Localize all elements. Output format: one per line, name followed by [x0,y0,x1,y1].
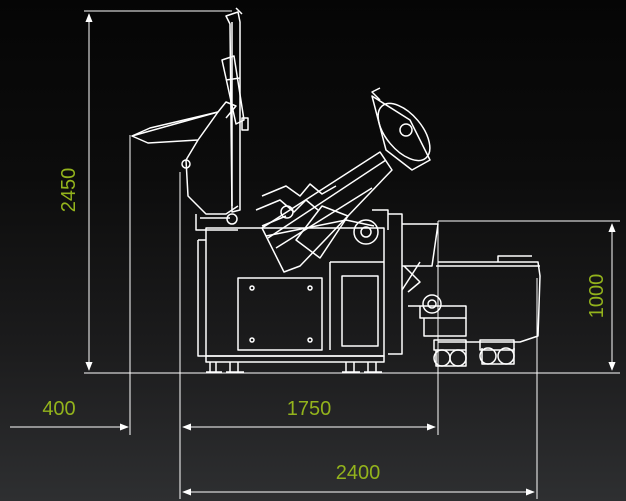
dimension-label-1000: 1000 [586,274,608,319]
dimension-lines [10,10,620,499]
dimension-label-2450: 2450 [58,168,80,213]
castor-wheel-1 [433,339,467,367]
lifting-column [221,7,249,213]
mixer-body [197,209,403,363]
dimension-label-2400: 2400 [336,462,381,484]
discharge-arm [261,87,431,273]
machine-feet [206,362,382,373]
machine-drawing [131,7,541,373]
dimension-label-400: 400 [42,398,75,420]
dimension-label-1750: 1750 [287,398,332,420]
tipping-bin [131,101,239,231]
castor-wheels [433,339,515,367]
castor-wheel-2 [479,339,515,365]
hopper [401,223,541,343]
